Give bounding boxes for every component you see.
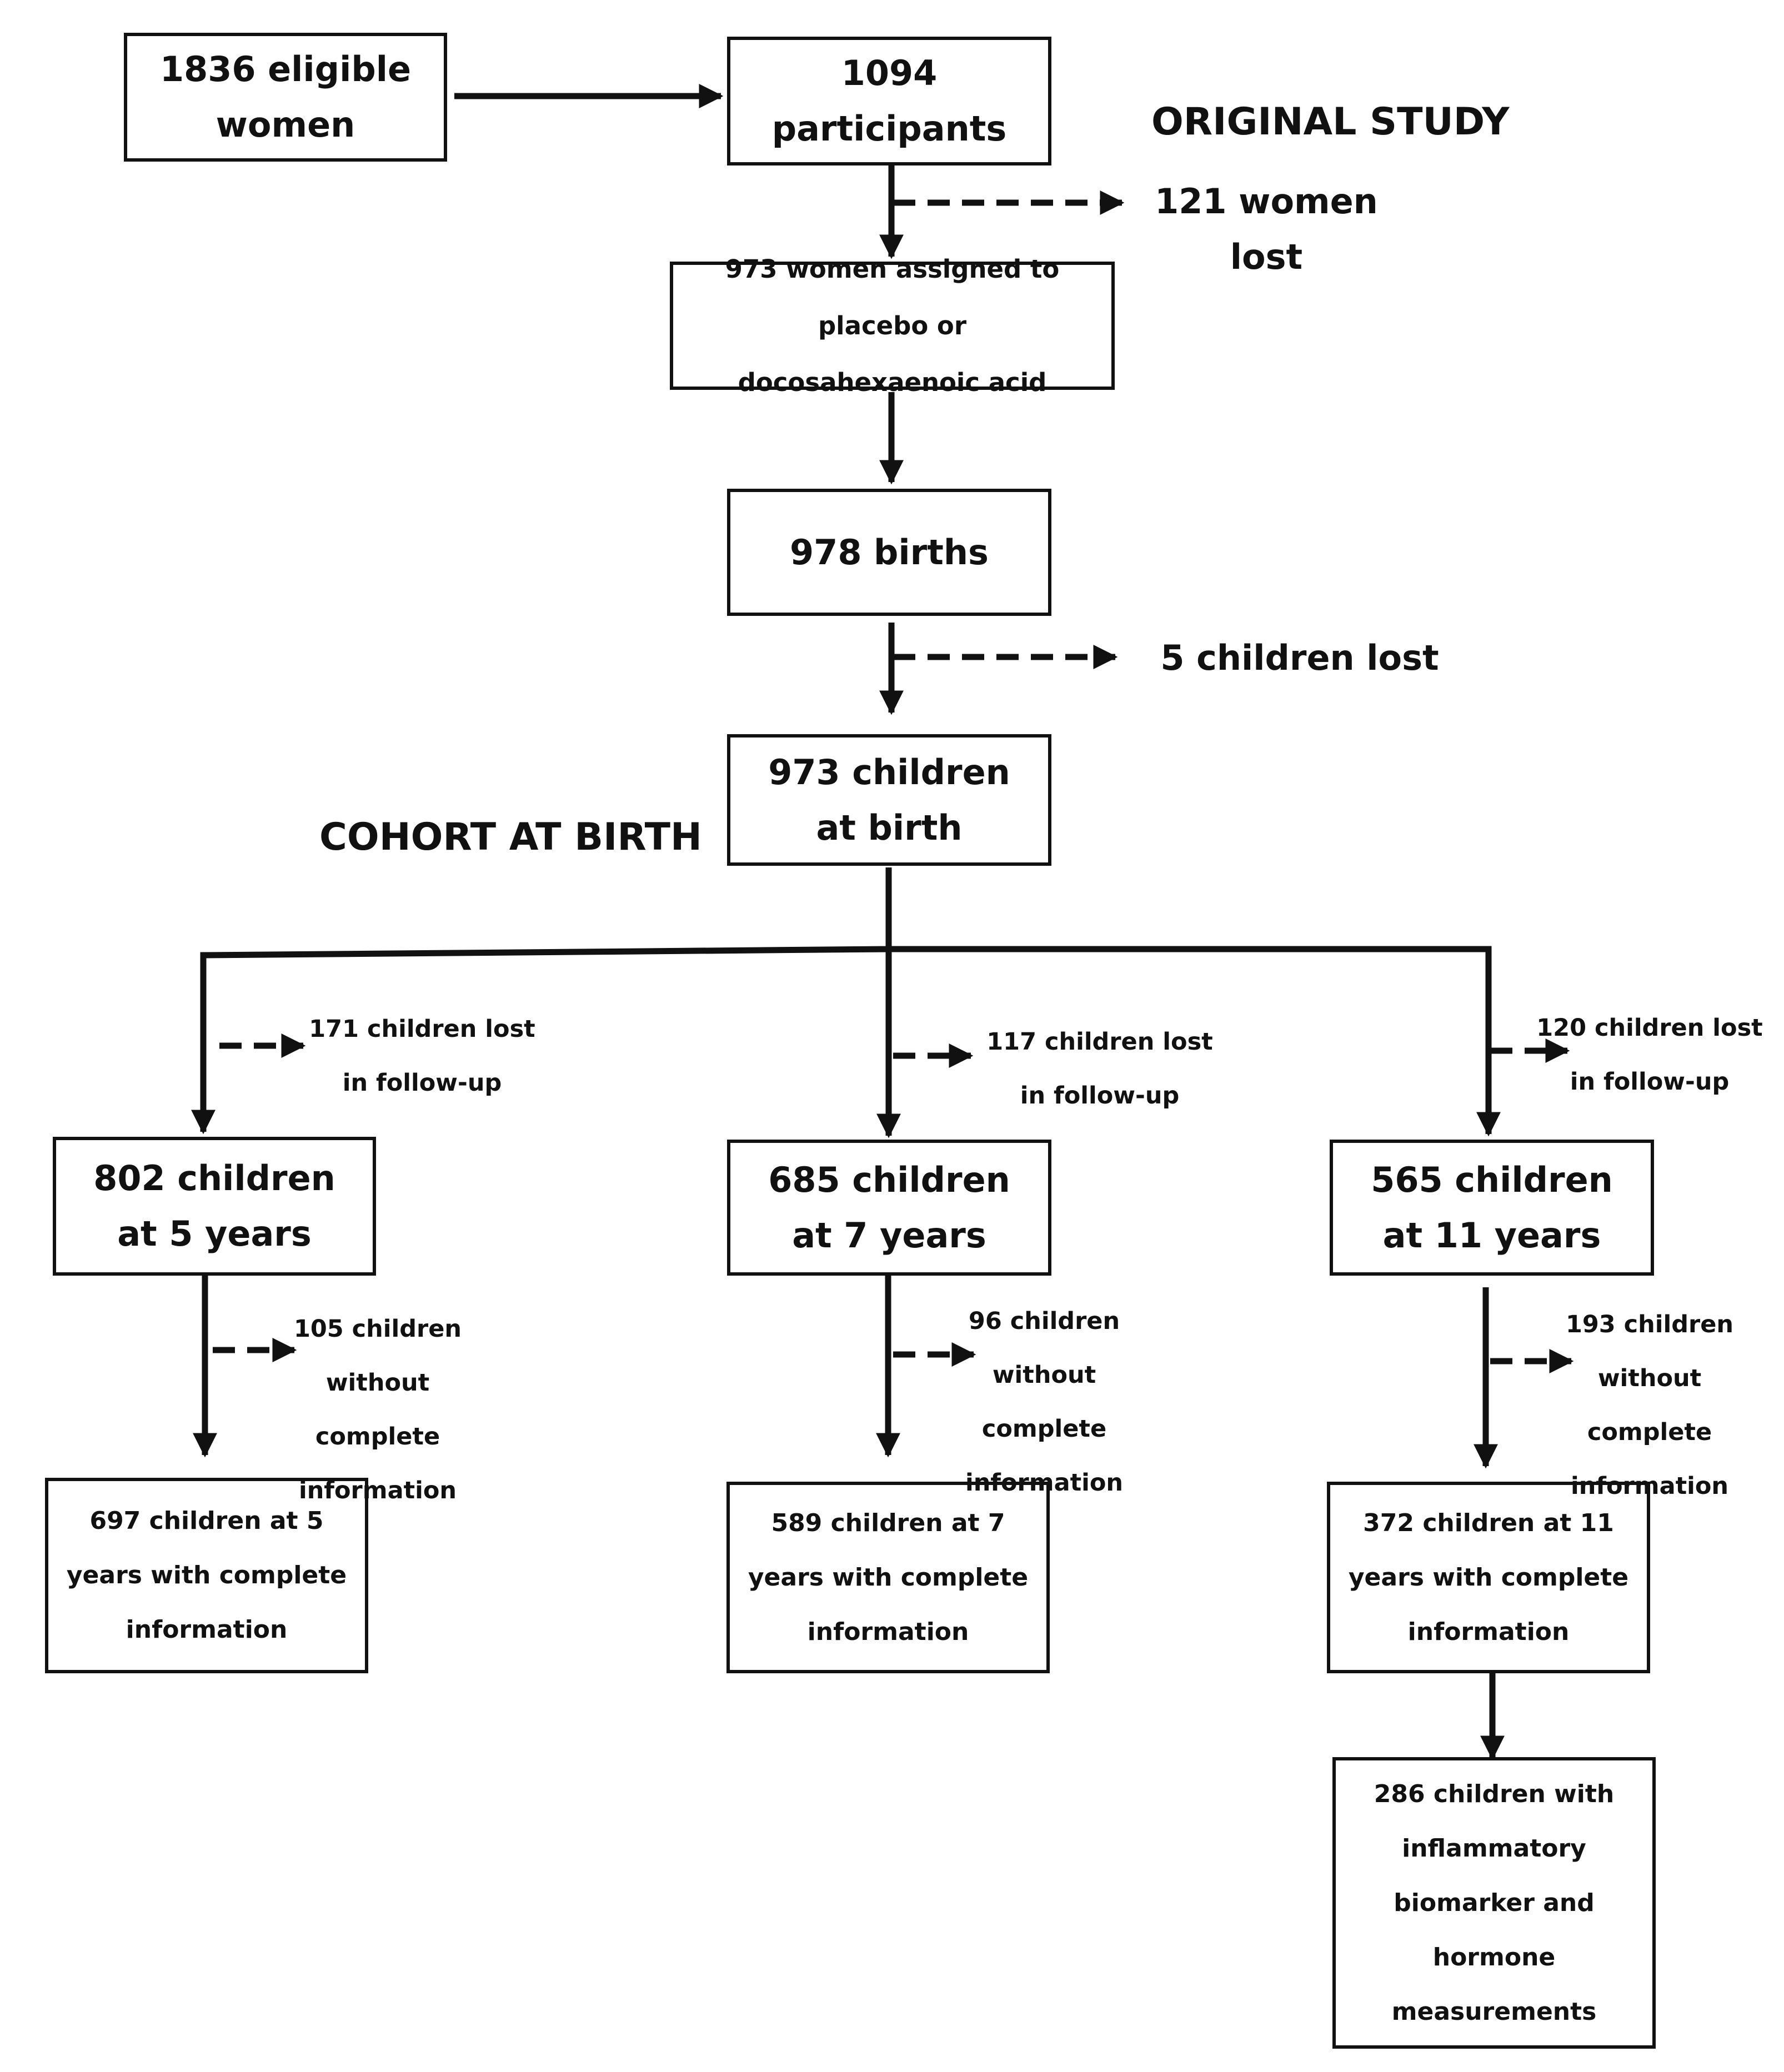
- complete-11-line-1: 372 children at 11: [1363, 1508, 1614, 1537]
- incomplete-7-line-1: 96 children: [968, 1307, 1120, 1335]
- complete-7-line-2: years with complete: [748, 1563, 1029, 1592]
- incomplete-11-note: 193 children without complete informatio…: [1539, 1298, 1761, 1513]
- participants-line-1: 1094: [841, 53, 938, 93]
- complete-7-box: 589 children at 7 years with complete in…: [726, 1482, 1050, 1673]
- lost-followup-5-line-1: 171 children lost: [309, 1015, 535, 1043]
- at-7-years-line-1: 685 children: [768, 1159, 1010, 1200]
- biomarkers-box: 286 children with inflammatory biomarker…: [1332, 1757, 1656, 2049]
- lost-followup-11-note: 120 children lost in follow-up: [1527, 1001, 1772, 1109]
- lost-followup-11-line-1: 120 children lost: [1536, 1014, 1763, 1042]
- eligible-women-line-1: 1836 eligible: [159, 49, 411, 89]
- complete-11-line-2: years with complete: [1348, 1563, 1629, 1592]
- children-lost-line-1: 5 children lost: [1160, 638, 1439, 678]
- births-line-1: 978 births: [790, 531, 989, 573]
- complete-7-line-1: 589 children at 7: [771, 1508, 1005, 1537]
- incomplete-11-line-1: 193 children: [1565, 1311, 1734, 1338]
- incomplete-5-note: 105 children without complete informatio…: [267, 1302, 489, 1518]
- eligible-women-line-2: women: [216, 104, 355, 145]
- women-lost-line-2: lost: [1230, 237, 1303, 277]
- births-box: 978 births: [727, 489, 1051, 616]
- complete-5-line-3: information: [126, 1616, 288, 1644]
- complete-5-line-2: years with complete: [66, 1561, 347, 1589]
- participants-line-2: participants: [771, 108, 1007, 149]
- at-7-years-line-2: at 7 years: [792, 1215, 986, 1256]
- at-11-years-box: 565 children at 11 years: [1330, 1140, 1654, 1276]
- assigned-line-1: 973 women assigned to placebo or: [725, 254, 1060, 340]
- at-5-years-line-1: 802 children: [93, 1158, 335, 1198]
- complete-5-box: 697 children at 5 years with complete in…: [45, 1478, 368, 1673]
- incomplete-7-line-3: information: [965, 1469, 1124, 1497]
- complete-11-box: 372 children at 11 years with complete i…: [1327, 1482, 1650, 1673]
- at-11-years-line-1: 565 children: [1371, 1159, 1613, 1200]
- branch-connector: [191, 867, 892, 1135]
- at-7-years-box: 685 children at 7 years: [727, 1140, 1051, 1276]
- children-at-birth-box: 973 children at birth: [727, 734, 1051, 866]
- children-lost-note: 5 children lost: [1155, 630, 1444, 686]
- women-lost-line-1: 121 women: [1155, 181, 1378, 222]
- complete-5-line-1: 697 children at 5: [89, 1507, 324, 1535]
- at-11-years-line-2: at 11 years: [1382, 1215, 1601, 1256]
- incomplete-7-line-2: without complete: [981, 1361, 1107, 1443]
- branch-connector-right: [889, 946, 1501, 1137]
- incomplete-5-line-2: without complete: [315, 1369, 440, 1451]
- biomarkers-line-4: hormone: [1432, 1943, 1556, 1971]
- biomarkers-line-3: biomarker and: [1394, 1888, 1595, 1917]
- assigned-box: 973 women assigned to placebo or docosah…: [670, 254, 1115, 397]
- eligible-women-box: 1836 eligible women: [124, 33, 447, 162]
- biomarkers-line-5: measurements: [1391, 1997, 1597, 2026]
- cohort-at-birth-label: COHORT AT BIRTH: [319, 815, 702, 859]
- participants-box: 1094 participants: [727, 37, 1051, 165]
- lost-followup-5-note: 171 children lost in follow-up: [294, 1002, 550, 1110]
- at-5-years-line-2: at 5 years: [117, 1213, 312, 1254]
- assigned-line-2: docosahexaenoic acid: [738, 367, 1047, 397]
- complete-11-line-3: information: [1407, 1617, 1570, 1646]
- lost-followup-11-line-2: in follow-up: [1570, 1068, 1730, 1096]
- children-at-birth-line-1: 973 children: [768, 751, 1010, 792]
- complete-7-line-3: information: [807, 1617, 969, 1646]
- at-5-years-box: 802 children at 5 years: [53, 1137, 376, 1276]
- incomplete-7-note: 96 children without complete information: [933, 1295, 1155, 1510]
- biomarkers-line-1: 286 children with: [1374, 1779, 1615, 1808]
- original-study-label: ORIGINAL STUDY: [1151, 100, 1510, 144]
- lost-followup-5-line-2: in follow-up: [342, 1069, 502, 1097]
- children-at-birth-line-2: at birth: [816, 807, 963, 848]
- incomplete-11-line-3: information: [1570, 1472, 1729, 1500]
- lost-followup-7-line-2: in follow-up: [1020, 1082, 1180, 1110]
- women-lost-note: 121 women lost: [1133, 174, 1400, 285]
- lost-followup-7-line-1: 117 children lost: [986, 1028, 1213, 1056]
- incomplete-5-line-3: information: [298, 1477, 457, 1504]
- lost-followup-7-note: 117 children lost in follow-up: [966, 1015, 1233, 1123]
- biomarkers-line-2: inflammatory: [1402, 1834, 1586, 1863]
- incomplete-11-line-2: without complete: [1587, 1364, 1712, 1446]
- incomplete-5-line-1: 105 children: [293, 1315, 462, 1343]
